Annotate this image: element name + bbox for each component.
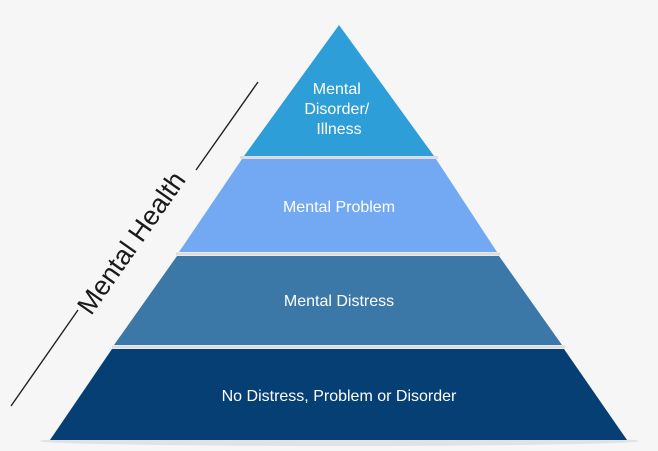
side-line-upper bbox=[195, 81, 259, 171]
tier-4-label: No Distress, Problem or Disorder bbox=[222, 388, 457, 405]
tier-3-label: Mental Distress bbox=[284, 293, 394, 310]
tier-1-line-2: Disorder/ bbox=[304, 101, 369, 118]
tier-mental-distress bbox=[114, 256, 562, 345]
tier-2-label: Mental Problem bbox=[283, 199, 395, 216]
side-line-lower bbox=[10, 309, 79, 407]
tier-no-distress bbox=[50, 349, 627, 440]
tier-1-line-1: Mental bbox=[313, 81, 361, 98]
tier-mental-problem bbox=[179, 159, 497, 252]
tier-1-label: Mental Disorder/ Illness bbox=[304, 81, 373, 138]
tier-disorder-illness bbox=[244, 25, 434, 156]
tier-1-line-3: Illness bbox=[316, 121, 361, 138]
